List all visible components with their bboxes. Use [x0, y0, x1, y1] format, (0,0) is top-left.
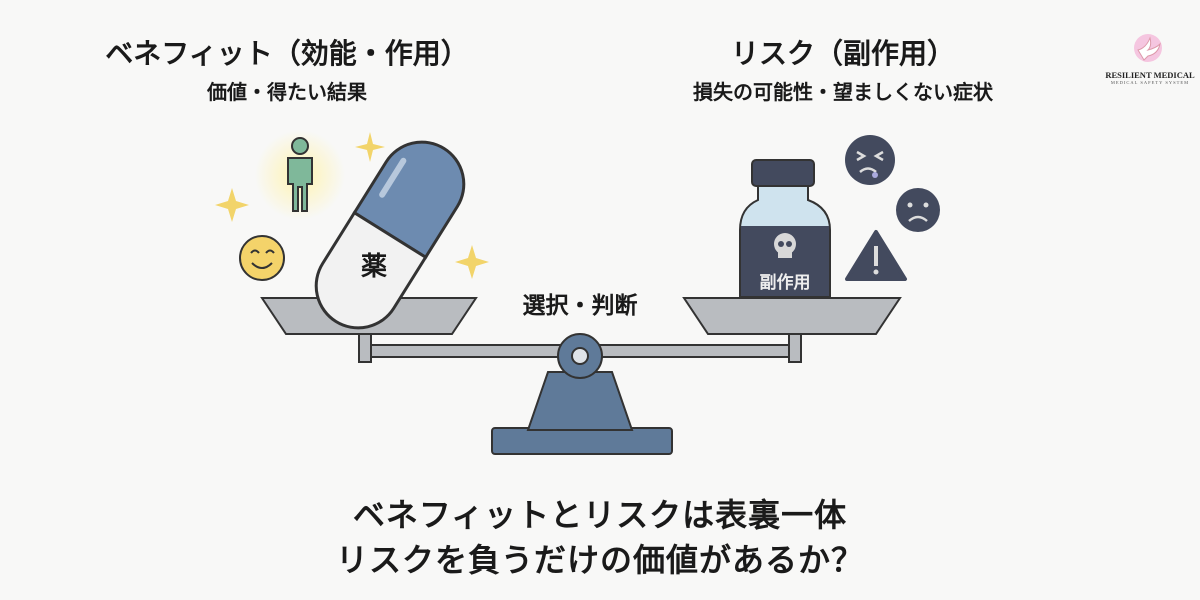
conclusion-line-1: ベネフィットとリスクは表裏一体	[352, 496, 848, 534]
conclusion-line-2: リスクを負うだけの価値があるか？	[335, 541, 865, 579]
warning-icon	[845, 230, 907, 281]
smiley-face-icon	[239, 235, 285, 281]
skull-icon	[774, 233, 796, 258]
sick-face-icon	[845, 135, 895, 185]
sparkle-icon	[215, 132, 489, 279]
bottle-label: 副作用	[759, 273, 811, 293]
risk-subtitle: 損失の可能性・望ましくない症状	[693, 80, 993, 104]
sad-face-icon	[896, 188, 940, 232]
medicine-bottle-icon	[739, 159, 831, 297]
balance-scale-icon	[260, 297, 902, 455]
logo: RESILIENT MEDICAL MEDICAL SAFETY SYSTEM	[1100, 32, 1200, 85]
logo-tagline: MEDICAL SAFETY SYSTEM	[1110, 80, 1190, 85]
dove-icon	[1134, 34, 1162, 62]
benefit-subtitle: 価値・得たい結果	[207, 80, 367, 104]
right-pan	[682, 297, 902, 335]
pill-capsule-icon	[314, 140, 466, 330]
center-label: 選択・判断	[522, 293, 638, 319]
risk-title: リスク（副作用）	[730, 37, 956, 70]
healthy-person-icon	[287, 137, 313, 212]
logo-name: RESILIENT MEDICAL	[1105, 70, 1195, 80]
pill-label: 薬	[360, 252, 388, 282]
benefit-title: ベネフィット（効能・作用）	[105, 37, 469, 70]
